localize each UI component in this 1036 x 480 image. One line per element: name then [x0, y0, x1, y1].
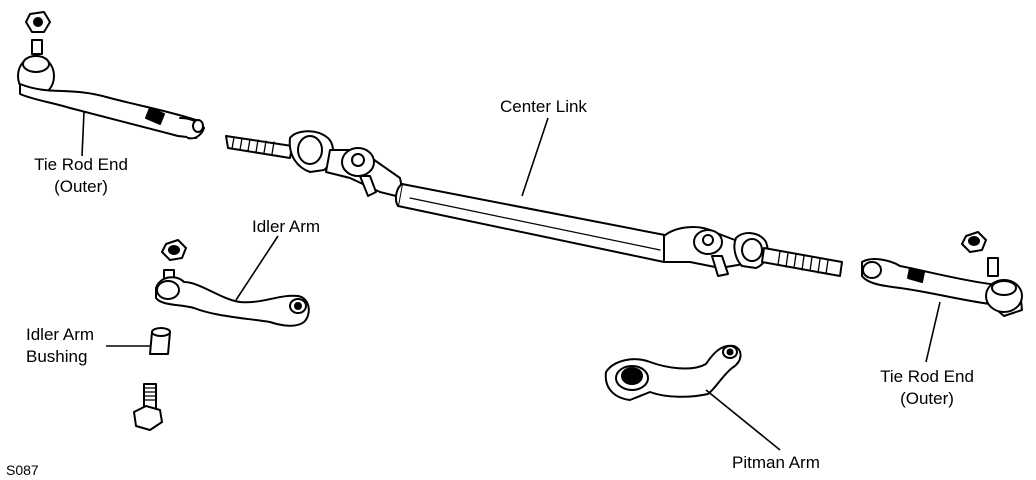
figure-code: S087: [6, 462, 39, 478]
leader-tie-rod-end-left: [81, 111, 85, 157]
inner-tie-rod-left: [225, 135, 293, 159]
label-pitman-arm: Pitman Arm: [732, 453, 820, 472]
label-idler-arm-bushing-line1: Idler Arm: [26, 325, 95, 344]
leader-lines: [81, 111, 941, 451]
label-tie-rod-end-left-line1: Tie Rod End: [34, 155, 128, 174]
inner-tie-rod-right: [761, 247, 843, 277]
tie-rod-end-left: [17, 11, 205, 140]
tie-rod-end-right: [861, 231, 1023, 317]
label-tie-rod-end-left-line2: (Outer): [54, 177, 108, 196]
label-tie-rod-end-right-line2: (Outer): [900, 389, 954, 408]
leader-center-link: [521, 117, 549, 197]
center-link: [288, 130, 769, 277]
label-idler-arm-bushing: Idler Arm Bushing: [26, 324, 94, 368]
label-tie-rod-end-right-line1: Tie Rod End: [880, 367, 974, 386]
label-idler-arm-bushing-line2: Bushing: [26, 347, 88, 366]
label-tie-rod-end-left: Tie Rod End (Outer): [22, 154, 140, 198]
idler-arm-bushing: [149, 327, 171, 355]
idler-arm-bolt: [133, 383, 163, 431]
pitman-arm: [604, 344, 742, 401]
leader-pitman-arm: [705, 389, 781, 451]
label-tie-rod-end-right: Tie Rod End (Outer): [866, 366, 988, 410]
leader-tie-rod-end-right: [925, 301, 941, 363]
idler-arm: [155, 239, 310, 327]
label-center-link: Center Link: [500, 97, 587, 116]
label-idler-arm: Idler Arm: [252, 217, 321, 236]
leader-idler-arm: [235, 235, 279, 301]
